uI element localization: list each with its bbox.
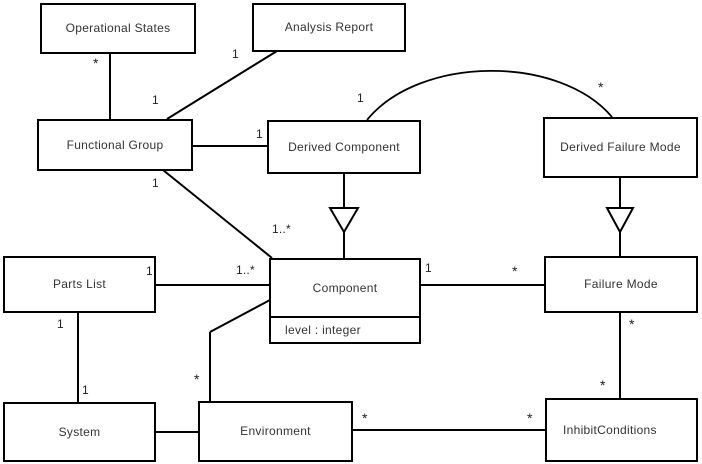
class-box-derived-failure-mode[interactable]: Derived Failure Mode (543, 117, 698, 178)
class-name-derived-failure-mode: Derived Failure Mode (560, 140, 681, 154)
class-box-derived-component[interactable]: Derived Component (267, 120, 421, 174)
multiplicity-inhibit-from-environment-star: * (527, 410, 533, 426)
multiplicity-environment-to-inhibit-star: * (362, 410, 368, 426)
class-name-inhibit-conditions-line1: Inhibit (563, 422, 598, 437)
multiplicity-component-from-functionalgroup: 1..* (272, 222, 291, 236)
edge-analysisreport-functionalgroup (166, 50, 278, 120)
multiplicity-derivedcomponent-arc-one: 1 (357, 91, 364, 105)
class-box-analysis-report[interactable]: Analysis Report (252, 3, 406, 52)
multiplicity-functionalgroup-to-derivedcomponent-one: 1 (256, 127, 263, 141)
multiplicity-failuremode-from-component-star: * (512, 263, 518, 279)
multiplicity-functionalgroup-to-analysisreport-one: 1 (152, 93, 159, 107)
multiplicity-inhibit-from-failuremode-star: * (600, 377, 606, 393)
multiplicity-component-from-partslist: 1..* (236, 263, 255, 277)
class-name-derived-component: Derived Component (288, 139, 400, 154)
class-box-functional-group[interactable]: Functional Group (37, 119, 193, 171)
class-box-system[interactable]: System (3, 402, 156, 462)
multiplicity-partslist-one: 1 (146, 264, 153, 278)
class-name-inhibit-conditions: Inhibit Conditions (547, 400, 696, 460)
edge-derivedcomponent-derivedfailuremode-arc (366, 69, 613, 121)
class-box-environment[interactable]: Environment (198, 401, 353, 462)
multiplicity-failuremode-to-inhibit-star: * (629, 316, 635, 332)
class-name-environment: Environment (240, 424, 311, 438)
class-name-component: Component (312, 280, 378, 295)
class-name-failure-mode: Failure Mode (584, 277, 658, 291)
multiplicity-functionalgroup-to-component-one: 1 (152, 176, 159, 190)
class-name-system: System (58, 424, 101, 439)
class-attribute-component-level: level : integer (271, 316, 419, 342)
class-box-inhibit-conditions[interactable]: Inhibit Conditions (545, 398, 698, 462)
class-name-operational-states: Operational States (65, 21, 171, 35)
class-name-analysis-report: Analysis Report (284, 20, 374, 34)
generalization-triangle-component (328, 207, 360, 234)
multiplicity-partslist-system-bottom-one: 1 (82, 383, 89, 397)
edge-functionalgroup-component (162, 169, 273, 259)
multiplicity-environment-to-component-star: * (194, 371, 200, 387)
class-box-failure-mode[interactable]: Failure Mode (544, 256, 698, 313)
multiplicity-partslist-system-top-one: 1 (57, 317, 64, 331)
multiplicity-component-to-failuremode-one: 1 (425, 261, 432, 275)
multiplicity-analysisreport-one: 1 (232, 47, 239, 61)
class-name-functional-group: Functional Group (66, 137, 164, 152)
multiplicity-opstates-star: * (93, 55, 99, 71)
class-box-parts-list[interactable]: Parts List (3, 256, 156, 313)
generalization-triangle-failuremode (605, 207, 635, 235)
class-box-operational-states[interactable]: Operational States (40, 3, 196, 54)
class-name-inhibit-conditions-line2: Conditions (597, 422, 657, 437)
class-box-component[interactable]: Component level : integer (269, 258, 421, 344)
edge-component-environment-diagonal (209, 299, 271, 333)
multiplicity-derivedfailuremode-arc-star: * (598, 79, 604, 95)
class-name-parts-list: Parts List (52, 277, 106, 291)
